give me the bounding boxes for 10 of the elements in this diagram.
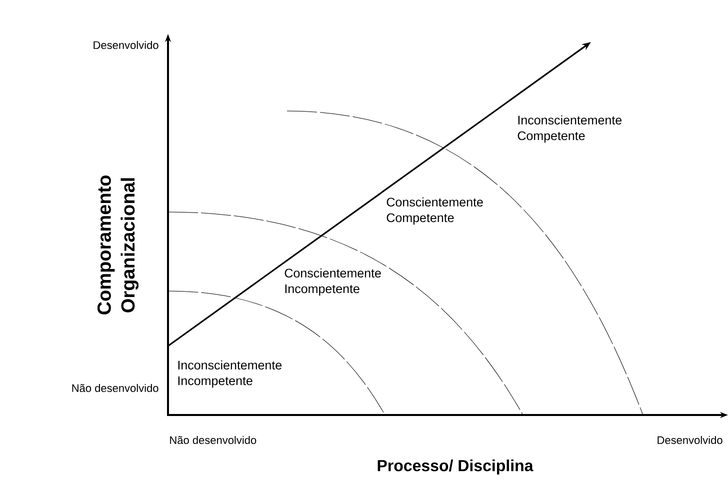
axis-value-label: Não desenvolvido (170, 436, 256, 444)
axis-value-label: Não desenvolvido (72, 384, 158, 392)
region-label: Conscientemente Incompetente (284, 268, 381, 296)
axis-title: Comporamento Organizacional (97, 176, 139, 314)
region-label: Inconscientemente Competente (518, 115, 622, 143)
axis-title: Processo/ Disciplina (378, 460, 534, 474)
axis-value-label: Desenvolvido (94, 40, 158, 50)
axis-value-label: Desenvolvido (658, 436, 722, 444)
region-label: Inconscientemente Incompetente (178, 360, 282, 388)
region-label: Conscientemente Competente (386, 197, 483, 225)
